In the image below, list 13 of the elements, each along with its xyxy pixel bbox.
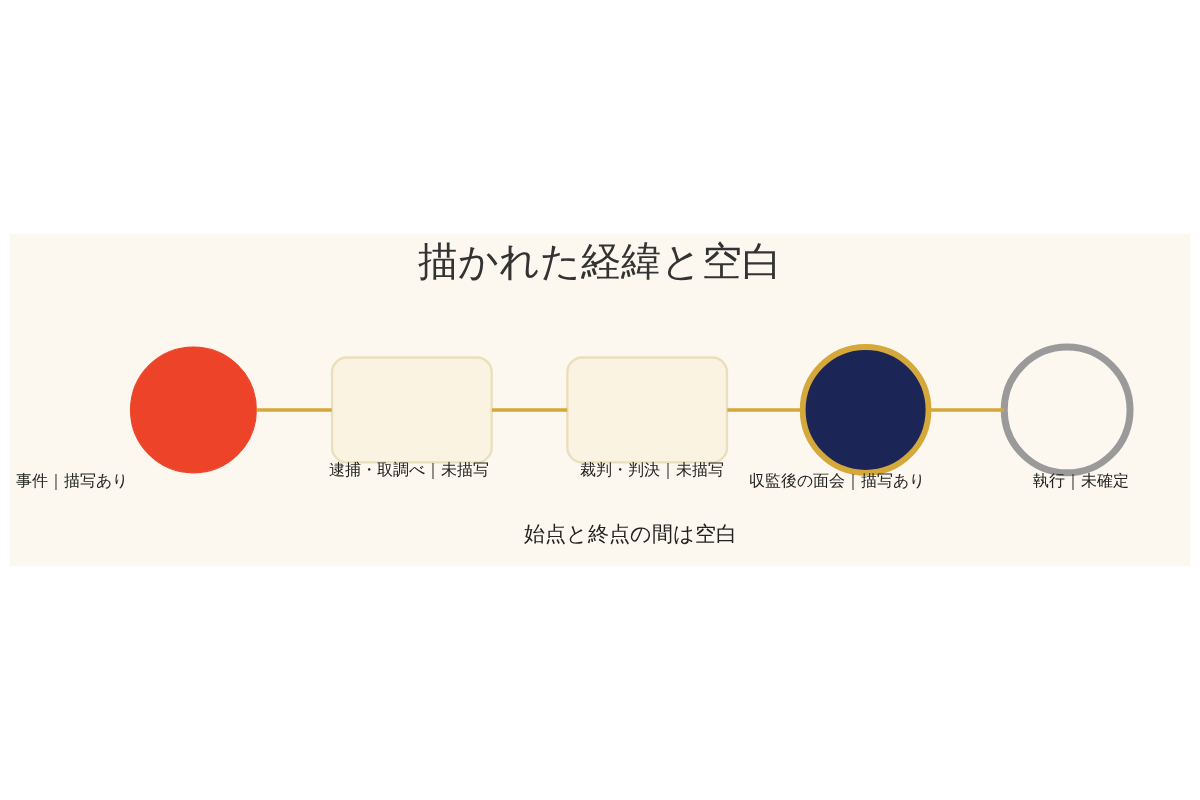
connector xyxy=(256,408,332,412)
connector xyxy=(727,408,803,412)
diagram-title: 描かれた経緯と空白 xyxy=(418,238,782,284)
node-label: 裁判・判決｜未描写 xyxy=(580,460,725,480)
node-circle xyxy=(129,346,257,474)
node-box xyxy=(566,356,729,464)
node-label: 収監後の面会｜描写あり xyxy=(749,470,926,490)
node-label: 事件｜描写あり xyxy=(16,470,129,490)
node-label: 執行｜未確定 xyxy=(1032,470,1129,490)
caption: 始点と終点の間は空白 xyxy=(523,521,737,546)
node-label: 逮捕・取調べ｜未描写 xyxy=(328,460,489,480)
connector xyxy=(928,408,1005,412)
connector xyxy=(491,408,568,412)
